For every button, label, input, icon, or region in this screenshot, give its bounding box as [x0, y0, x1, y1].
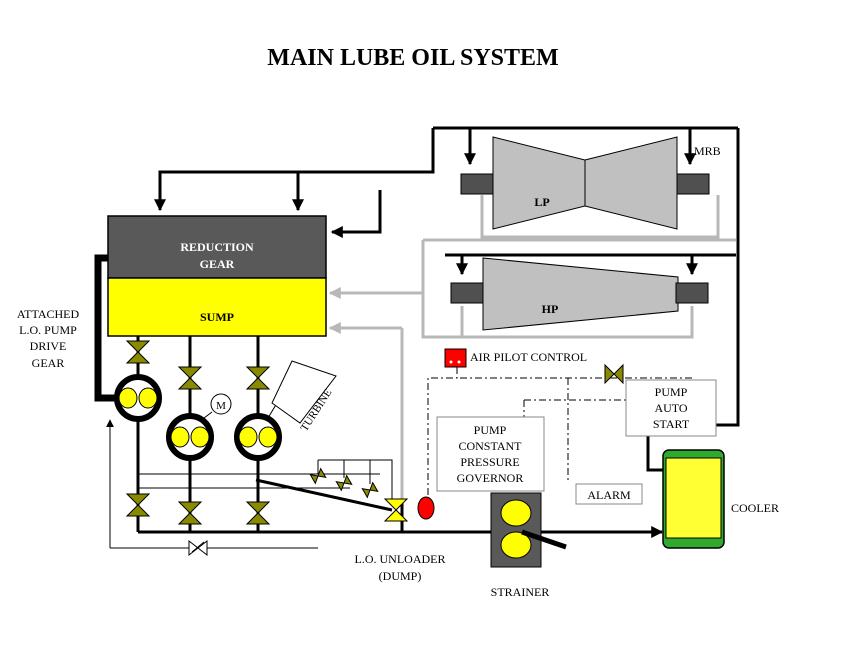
valves: [125, 340, 624, 557]
attached-pump: [114, 374, 162, 422]
motor: M: [203, 393, 232, 419]
valve-bypass-3: [361, 481, 379, 499]
unloader-label-2: (DUMP): [379, 569, 422, 583]
pump-auto-start-label-2: AUTO: [654, 401, 687, 415]
sump-label: SUMP: [200, 310, 234, 324]
alarm-box: [575, 483, 643, 505]
reduction-gear-label-2: GEAR: [200, 257, 235, 271]
valve-motor-suction: [177, 366, 203, 390]
hp-forward-bearing: [450, 282, 484, 304]
governor-label-4: GOVERNOR: [457, 471, 524, 485]
air-pilot-control-label: AIR PILOT CONTROL: [470, 350, 587, 364]
pump-auto-start-label-3: START: [653, 417, 690, 431]
valve-motor-discharge: [177, 501, 203, 525]
attached-pump-label: ATTACHED L.O. PUMP DRIVE GEAR: [17, 307, 80, 370]
valve-turbine-discharge: [245, 501, 271, 525]
pump-drive-turbine: TURBINE: [267, 360, 337, 434]
reduction-gear-label-1: REDUCTION: [180, 240, 254, 254]
motor-label: M: [216, 400, 226, 412]
unloader-label-1: L.O. UNLOADER: [355, 552, 446, 566]
valve-attached-discharge: [125, 493, 151, 517]
hp-label: HP: [542, 302, 559, 316]
alarm: ALARM: [575, 483, 643, 505]
lp-aft-bearing: [676, 173, 710, 195]
attached-pump-label-2: L.O. PUMP: [19, 323, 77, 337]
valve-bypass-1: [309, 467, 327, 485]
check-valve: [188, 539, 208, 557]
valve-unloader: [383, 498, 409, 522]
governor-label-2: CONSTANT: [458, 439, 522, 453]
mrb-label: MRB: [694, 144, 721, 158]
valve-turbine-suction: [245, 366, 271, 390]
cooler: COOLER: [662, 449, 779, 549]
alarm-label: ALARM: [587, 488, 631, 502]
lp-label: LP: [534, 195, 549, 209]
motor-pump: [166, 413, 214, 461]
hp-aft-bearing: [675, 282, 709, 304]
turbine-pump: [234, 413, 282, 461]
attached-pump-label-4: GEAR: [32, 356, 65, 370]
lp-forward-bearing: [460, 173, 494, 195]
attached-pump-label-1: ATTACHED: [17, 307, 80, 321]
small-lines: [106, 419, 393, 549]
pump-constant-pressure-governor: PUMP CONSTANT PRESSURE GOVERNOR: [436, 416, 545, 492]
cooler-core: [665, 457, 722, 539]
pump-auto-start-box: [625, 379, 717, 437]
governor-label-1: PUMP: [474, 423, 507, 437]
governor-label-3: PRESSURE: [460, 455, 519, 469]
lp-turbine: LP: [460, 136, 710, 230]
air-pilot-control: AIR PILOT CONTROL: [444, 348, 587, 368]
cooler-label: COOLER: [731, 501, 779, 515]
valve-bypass-2: [335, 474, 353, 492]
reduction-gear-housing: [107, 215, 327, 279]
pump-auto-start: PUMP AUTO START: [625, 379, 717, 437]
strainer-label: STRAINER: [491, 585, 550, 599]
reduction-gear-unit: REDUCTION GEAR SUMP: [107, 215, 327, 337]
valve-pilot: [604, 363, 624, 385]
pump-auto-start-label-1: PUMP: [655, 385, 688, 399]
air-pilot-relay: [444, 348, 467, 368]
governor-box: [436, 416, 545, 492]
valve-attached-suction: [125, 340, 151, 364]
diagram-title: MAIN LUBE OIL SYSTEM: [267, 45, 558, 71]
unloader-relay: [417, 496, 435, 520]
strainer: STRAINER: [490, 492, 567, 599]
attached-pump-label-3: DRIVE: [30, 339, 67, 353]
hp-turbine: HP: [450, 257, 709, 331]
sump: [107, 277, 327, 337]
unloader-label: L.O. UNLOADER (DUMP): [355, 552, 446, 583]
return-lines: [328, 195, 736, 500]
